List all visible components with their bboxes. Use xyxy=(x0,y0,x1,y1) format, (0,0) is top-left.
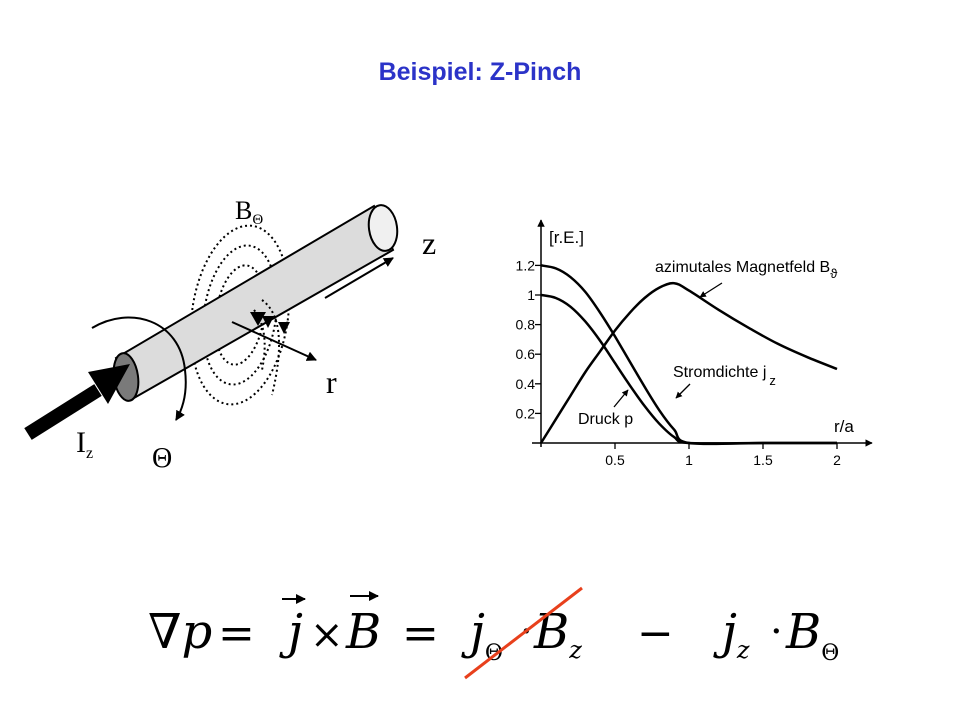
series-label-magnetfeld: azimutales Magnetfeld Bϑ xyxy=(655,259,838,281)
y-tick-label: 0.4 xyxy=(516,376,536,392)
label-i-z: Iz xyxy=(76,426,93,462)
label-b-theta: BΘ xyxy=(235,196,263,228)
strike-through-line xyxy=(464,586,583,680)
label-r: r xyxy=(326,364,337,400)
series-group xyxy=(539,264,838,446)
y-axis-label: [r.E.] xyxy=(549,228,584,247)
vector-b: B xyxy=(345,591,381,660)
term2-dot: · xyxy=(770,609,783,655)
pointer-druck xyxy=(613,389,629,408)
term2-b-theta: BΘ xyxy=(785,604,839,666)
field-arrow-icon xyxy=(262,316,274,328)
label-z: z xyxy=(422,225,436,261)
pointer-stromdichte xyxy=(675,383,691,399)
current-arrow-icon xyxy=(24,364,130,440)
equation-equals-2: = xyxy=(402,608,439,659)
slide-title: Beispiel: Z-Pinch xyxy=(378,58,582,86)
stromdichte-line xyxy=(540,264,837,446)
x-axis-label: r/a xyxy=(834,417,854,436)
term1-b-z: Bz xyxy=(533,604,582,664)
theta-rotation-arrow xyxy=(91,316,187,421)
force-balance-equation: ∇p = j × B = jΘ · Bz − jz · BΘ xyxy=(148,586,839,680)
x-tick-label: 1 xyxy=(685,452,693,468)
svg-text:B: B xyxy=(345,604,381,660)
y-tick-group: 0.2 0.4 0.6 0.8 1 1.2 xyxy=(516,257,541,421)
x-tick-label: 2 xyxy=(833,452,841,468)
x-tick-label: 0.5 xyxy=(605,452,625,468)
profile-chart: [r.E.] r/a 0.5 1 1.5 2 0.2 0.4 0.6 0.8 1 1.2 azi… xyxy=(516,219,873,468)
equation-lhs: ∇p xyxy=(148,604,212,660)
label-theta: Θ xyxy=(152,443,172,474)
vector-j: j xyxy=(279,594,306,660)
y-tick-label: 0.2 xyxy=(516,405,536,421)
y-tick-label: 1 xyxy=(527,287,535,303)
y-tick-label: 1.2 xyxy=(516,257,536,273)
series-label-druck: Druck p xyxy=(578,411,633,428)
x-tick-group: 0.5 1 1.5 2 xyxy=(605,443,841,468)
field-arrow-icon xyxy=(250,312,266,326)
y-tick-label: 0.8 xyxy=(516,317,536,333)
pointer-magnetfeld xyxy=(699,282,723,298)
y-tick-label: 0.6 xyxy=(516,346,536,362)
r-direction-arrow xyxy=(231,321,317,361)
zpinch-diagram: BΘ z r Iz Θ xyxy=(24,196,436,474)
svg-text:j: j xyxy=(279,604,303,660)
field-arrow-icon xyxy=(278,322,290,334)
magnetfeld-line xyxy=(539,281,838,444)
equation-minus: − xyxy=(637,608,674,659)
z-direction-arrow xyxy=(324,257,394,299)
equation-equals-1: = xyxy=(218,608,255,659)
equation-times: × xyxy=(310,612,344,658)
term1-j-theta: jΘ xyxy=(461,604,503,666)
term2-j-z: jz xyxy=(713,604,750,664)
x-tick-label: 1.5 xyxy=(753,452,773,468)
